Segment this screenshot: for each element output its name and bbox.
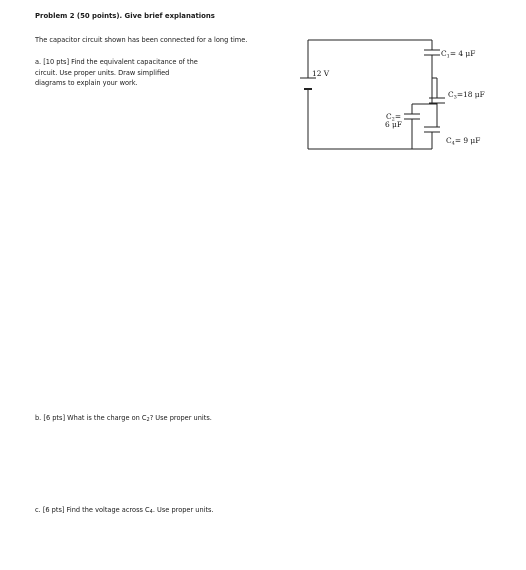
part-a-line: a. [10 pts] Find the equivalent capacita…: [35, 58, 198, 66]
capacitor-c2-symbol: [404, 113, 420, 120]
capacitor-c1-symbol: [424, 49, 440, 56]
part-b-question: b. [6 pts] What is the charge on C2? Use…: [35, 414, 212, 423]
circuit-wires: [307, 39, 438, 150]
part-a-question: a. [10 pts] Find the equivalent capacita…: [35, 57, 198, 89]
c1-label: C1= 4 μF: [441, 49, 475, 60]
battery-label: 12 V: [312, 69, 330, 78]
capacitor-c4-symbol: [424, 126, 440, 133]
c2-value-label: 6 μF: [385, 120, 402, 129]
battery-symbol: [300, 77, 316, 90]
capacitor-c3-symbol: [429, 97, 445, 104]
c3-label: C3=18 μF: [448, 90, 485, 101]
c2-label: C2=: [386, 112, 401, 123]
part-c-question: c. [6 pts] Find the voltage across C4. U…: [35, 506, 214, 515]
c4-label: C4= 9 μF: [446, 136, 480, 147]
part-a-line: circuit. Use proper units. Draw simplifi…: [35, 68, 170, 77]
problem-title: Problem 2 (50 points). Give brief explan…: [35, 12, 215, 20]
part-a-line: diagrams to explain your work.: [35, 79, 138, 87]
problem-intro: The capacitor circuit shown has been con…: [35, 36, 248, 44]
